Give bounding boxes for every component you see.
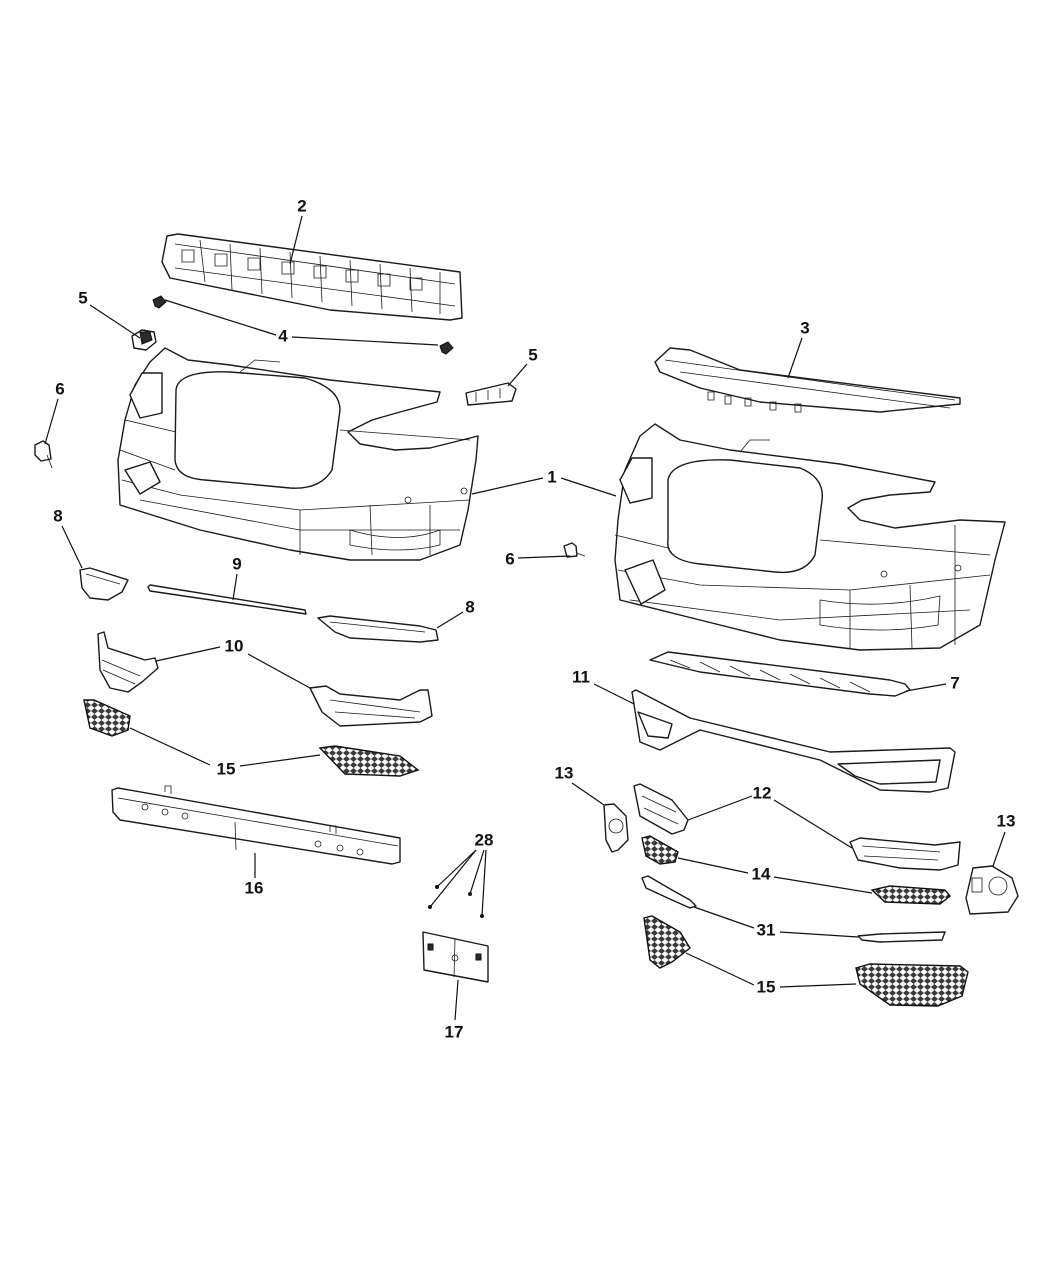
part-1-fascia-left xyxy=(117,347,479,561)
callout-7: 7 xyxy=(950,673,960,693)
part-15-grille-left-b xyxy=(318,745,420,777)
part-13-fog-bracket-right xyxy=(965,865,1019,915)
part-28-screws xyxy=(428,885,484,918)
part-3-upper-support xyxy=(654,347,961,413)
callout-4: 4 xyxy=(278,326,288,346)
callout-6: 6 xyxy=(505,549,515,569)
callout-8: 8 xyxy=(465,597,475,617)
callout-14: 14 xyxy=(751,864,771,884)
callout-10: 10 xyxy=(224,636,244,656)
part-7-lower-deflector xyxy=(649,651,911,697)
callout-3: 3 xyxy=(800,318,810,338)
part-15-grille-left-a xyxy=(83,699,131,737)
part-13-fog-bracket-left xyxy=(603,803,629,853)
callout-15: 15 xyxy=(756,977,776,997)
callout-15: 15 xyxy=(216,759,236,779)
part-14-grille-left xyxy=(641,835,679,865)
part-8-bezel-right xyxy=(317,615,439,643)
part-5-bracket-right xyxy=(465,382,517,406)
callout-12: 12 xyxy=(752,783,772,803)
callout-17: 17 xyxy=(444,1022,464,1042)
callout-11: 11 xyxy=(572,667,590,687)
part-4-clips xyxy=(152,295,454,355)
part-14-grille-right xyxy=(870,885,951,905)
callout-2: 2 xyxy=(297,196,307,216)
part-12-lamp-bezel-right xyxy=(849,837,961,871)
callout-28: 28 xyxy=(474,830,494,850)
part-6-tow-cover-left xyxy=(34,440,53,469)
callout-31: 31 xyxy=(756,920,776,940)
part-6-tow-cover-right xyxy=(563,542,586,558)
callout-5: 5 xyxy=(78,288,88,308)
part-1-fascia-right xyxy=(614,423,1006,651)
callout-1: 1 xyxy=(547,467,557,487)
part-15-grille-right-b xyxy=(855,963,969,1007)
callout-13: 13 xyxy=(996,811,1016,831)
part-11-lower-bezel xyxy=(631,689,956,793)
part-10-fog-bezel-left xyxy=(97,631,159,693)
part-5-bracket-left xyxy=(131,329,157,351)
part-12-lamp-bezel-left xyxy=(633,783,689,835)
part-31-accent-right xyxy=(857,931,946,943)
part-15-grille-right-a xyxy=(643,915,691,969)
callout-5: 5 xyxy=(528,345,538,365)
callout-6: 6 xyxy=(55,379,65,399)
callout-13: 13 xyxy=(554,763,574,783)
part-8-bezel-left xyxy=(79,567,129,601)
part-16-reinforcement-beam xyxy=(111,785,401,865)
part-2-energy-absorber xyxy=(161,233,463,321)
part-31-accent-left xyxy=(641,875,697,909)
callout-16: 16 xyxy=(244,878,264,898)
part-9-molding xyxy=(147,584,307,615)
part-10-fog-bezel-right xyxy=(309,685,433,727)
part-17-license-bracket xyxy=(422,931,489,983)
callout-9: 9 xyxy=(232,554,242,574)
callout-8: 8 xyxy=(53,506,63,526)
